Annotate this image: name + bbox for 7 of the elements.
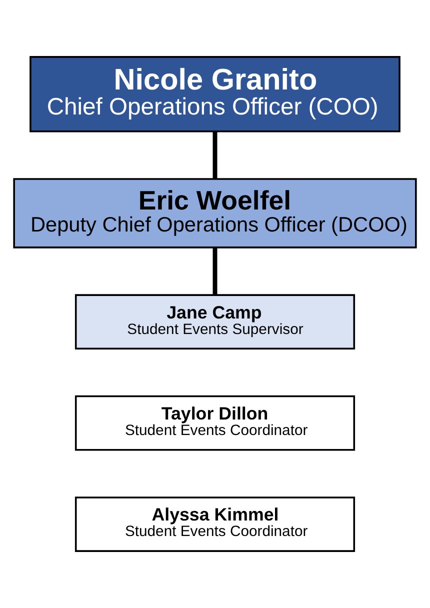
node-box: Eric Woelfel Deputy Chief Operations Officer (DCOO) bbox=[13, 178, 417, 248]
node-box: Nicole Granito Chief Operations Officer (COO) bbox=[30, 56, 400, 132]
node-box: Jane Camp Student Events Supervisor bbox=[74, 294, 356, 350]
connector bbox=[212, 248, 218, 295]
node-box: Alyssa Kimmel Student Events Coordinator bbox=[74, 496, 356, 552]
node-box: Taylor Dillon Student Events Coordinator bbox=[74, 395, 356, 451]
connector bbox=[212, 132, 218, 179]
